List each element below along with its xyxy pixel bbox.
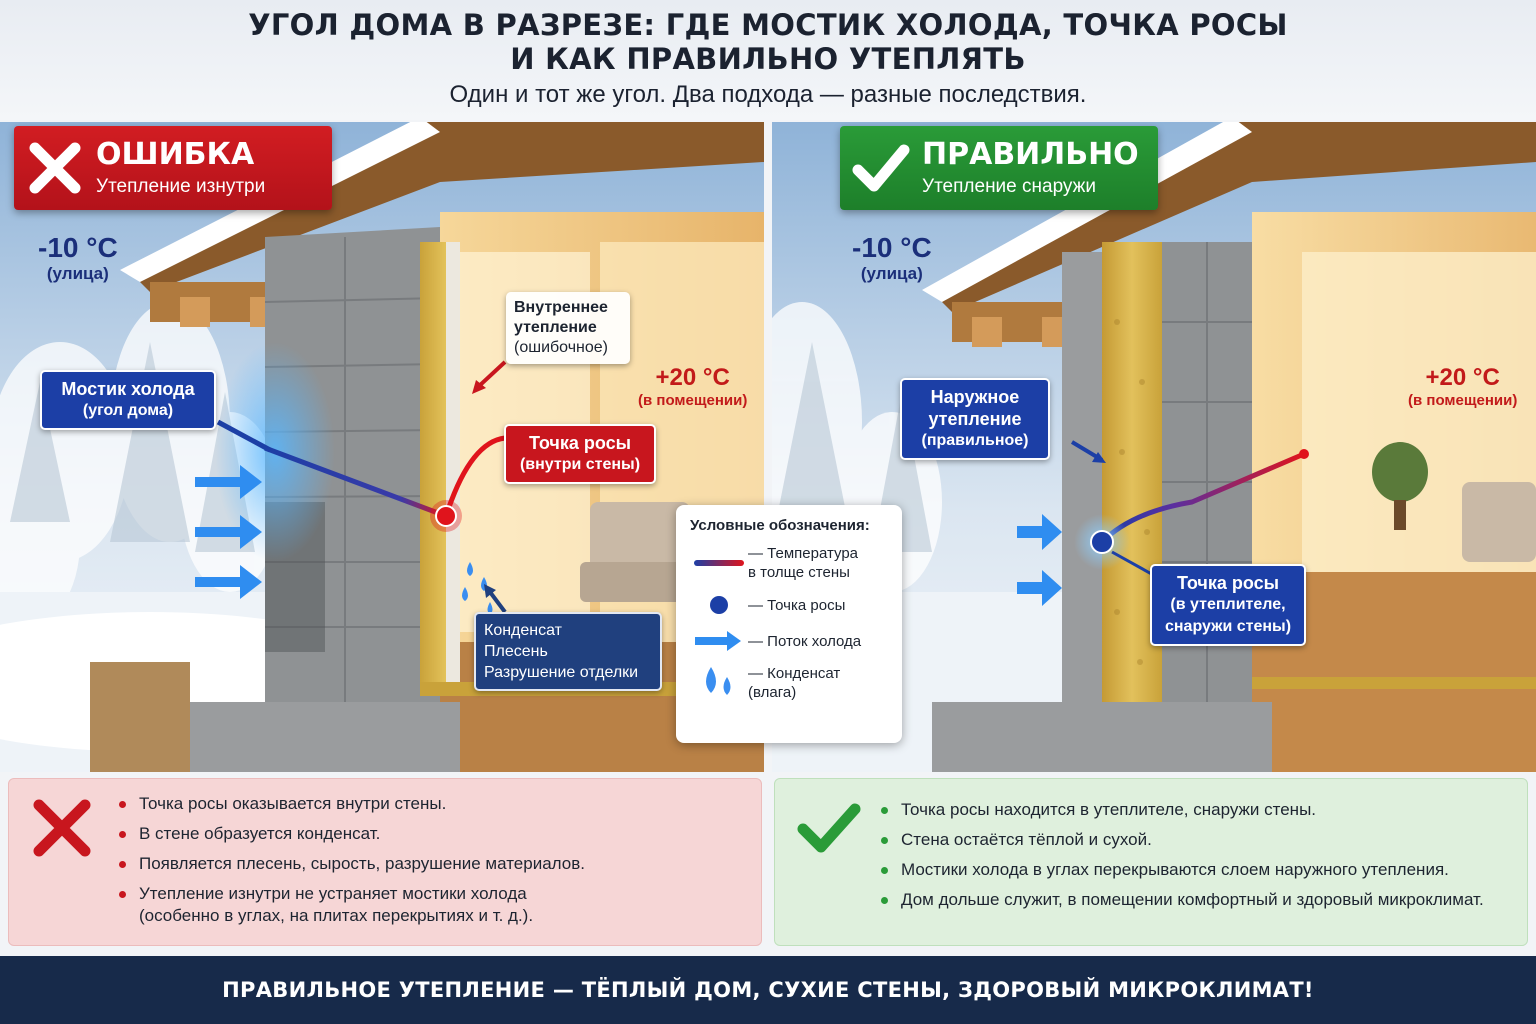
dew-point-sublabel-2: снаружи стены) — [1164, 618, 1292, 635]
indoor-temp-label: (в помещении) — [638, 392, 748, 409]
outer-insulation-label-2: утепление — [928, 409, 1022, 429]
indoor-temp-right: +20 °C (в помещении) — [1408, 364, 1517, 409]
right-summary-box: Точка росы находится в утеплителе, снару… — [774, 778, 1528, 946]
page-title: УГОЛ ДОМА В РАЗРЕЗЕ: ГДЕ МОСТИК ХОЛОДА, … — [0, 0, 1536, 76]
right-badge: ПРАВИЛЬНО Утепление снаружи — [840, 126, 1158, 210]
header: УГОЛ ДОМА В РАЗРЕЗЕ: ГДЕ МОСТИК ХОЛОДА, … — [0, 0, 1536, 120]
outer-insulation-label-3: (правильное) — [921, 432, 1029, 449]
damage-label: Разрушение отделки — [484, 664, 639, 681]
indoor-temp-value: +20 °C — [1425, 364, 1500, 391]
inner-insulation-label-1: Внутреннее — [514, 299, 608, 316]
list-item: Появляется плесень, сырость, разрушение … — [117, 853, 585, 875]
green-check-icon — [793, 793, 863, 863]
list-item: Точка росы находится в утеплителе, снару… — [879, 799, 1484, 821]
legend-condensation-label-2: (влага) — [748, 684, 797, 701]
red-cross-icon — [27, 793, 97, 863]
outdoor-temp-label: (улица) — [46, 264, 109, 283]
indoor-temp-label: (в помещении) — [1408, 392, 1518, 409]
right-badge-subtitle: Утепление снаружи — [922, 176, 1096, 197]
wrong-summary-list: Точка росы оказывается внутри стены. В с… — [117, 793, 585, 935]
temperature-line-icon — [690, 550, 748, 576]
legend-condensation: — Конденсат (влага) — [690, 664, 888, 702]
dew-point-callout-right: Точка росы (в утеплителе, снаружи стены) — [1150, 564, 1306, 646]
outdoor-temp-label: (улица) — [860, 264, 923, 283]
dew-point-sublabel: (внутри стены) — [519, 456, 641, 473]
cold-flow-arrows-wrong — [195, 465, 262, 599]
wrong-badge-title: ОШИБКА — [96, 137, 255, 172]
title-line-2: И КАК ПРАВИЛЬНО УТЕПЛЯТЬ — [510, 42, 1026, 76]
dew-point-dot-icon — [690, 592, 748, 618]
water-drops-icon — [690, 667, 748, 696]
wrong-panel: ОШИБКА Утепление изнутри -10 °C (улица) … — [0, 122, 764, 772]
cold-bridge-label: Мостик холода — [61, 379, 195, 399]
list-item: В стене образуется конденсат. — [117, 823, 585, 845]
page-subtitle: Один и тот же угол. Два подхода — разные… — [449, 81, 1087, 108]
mold-label: Плесень — [484, 643, 548, 660]
legend-cold-label: — Поток холода — [748, 632, 862, 650]
right-panel: ПРАВИЛЬНО Утепление снаружи -10 °C (улиц… — [772, 122, 1536, 772]
right-summary-list: Точка росы находится в утеплителе, снару… — [879, 799, 1484, 919]
legend-title: Условные обозначения: — [690, 517, 870, 534]
list-item: Точка росы оказывается внутри стены. — [117, 793, 585, 815]
list-item: Стена остаётся тёплой и сухой. — [879, 829, 1484, 851]
title-line-1: УГОЛ ДОМА В РАЗРЕЗЕ: ГДЕ МОСТИК ХОЛОДА, … — [248, 8, 1288, 42]
condensation-callout: Конденсат Плесень Разрушение отделки — [474, 612, 662, 691]
right-badge-title: ПРАВИЛЬНО — [922, 137, 1139, 172]
outer-insulation-callout: Наружное утепление (правильное) — [900, 378, 1050, 460]
dew-point-label: Точка росы — [1176, 573, 1279, 593]
legend-dew-label: — Точка росы — [748, 596, 846, 614]
inner-insulation-callout: Внутреннее утепление (ошибочное) — [506, 292, 630, 364]
outdoor-temp-wrong: -10 °C (улица) — [38, 232, 118, 284]
dew-point-label: Точка росы — [528, 433, 631, 453]
dew-point-callout-wrong: Точка росы (внутри стены) — [504, 424, 656, 484]
legend-temperature-label-1: — Температура — [748, 545, 859, 562]
outer-insulation-label-1: Наружное — [930, 387, 1020, 407]
inner-insulation-label-2: утепление — [514, 319, 597, 336]
legend-temperature-label-2: в толще стены — [748, 564, 850, 581]
outdoor-temp-right: -10 °C (улица) — [852, 232, 932, 284]
wrong-summary-box: Точка росы оказывается внутри стены. В с… — [8, 778, 762, 946]
indoor-temp-value: +20 °C — [655, 364, 730, 391]
right-scene-illustration — [772, 122, 1536, 772]
cold-flow-arrows-right — [1017, 514, 1062, 606]
wrong-badge: ОШИБКА Утепление изнутри — [14, 126, 332, 210]
checkmark-icon — [840, 126, 922, 210]
wrong-scene-illustration — [0, 122, 764, 772]
cold-bridge-sublabel: (угол дома) — [82, 402, 174, 419]
dew-point-sublabel-1: (в утеплителе, — [1170, 596, 1286, 613]
inner-insulation-label-3: (ошибочное) — [514, 339, 609, 356]
cold-arrow-icon — [690, 628, 748, 654]
footer-banner: ПРАВИЛЬНОЕ УТЕПЛЕНИЕ — ТЁПЛЫЙ ДОМ, СУХИЕ… — [0, 956, 1536, 1024]
legend: Условные обозначения: — Температура в то… — [676, 505, 902, 743]
legend-dew-point: — Точка росы — [690, 592, 888, 618]
list-item: Дом дольше служит, в помещении комфортны… — [879, 889, 1484, 911]
outdoor-temp-value: -10 °C — [852, 232, 932, 263]
outdoor-temp-value: -10 °C — [38, 232, 118, 263]
cross-icon — [14, 126, 96, 210]
legend-cold-flow: — Поток холода — [690, 628, 888, 654]
list-item-line-2: (особенно в углах, на плитах перекрытиях… — [139, 906, 534, 925]
list-item: Утепление изнутри не устраняет мостики х… — [117, 883, 585, 927]
list-item: Мостики холода в углах перекрываются сло… — [879, 859, 1484, 881]
wrong-badge-subtitle: Утепление изнутри — [96, 176, 266, 197]
cold-bridge-callout: Мостик холода (угол дома) — [40, 370, 216, 430]
legend-temperature: — Температура в толще стены — [690, 544, 888, 582]
indoor-temp-wrong: +20 °C (в помещении) — [638, 364, 747, 409]
list-item-line-1: Утепление изнутри не устраняет мостики х… — [139, 884, 527, 903]
legend-condensation-label-1: — Конденсат — [748, 665, 841, 682]
condensation-label: Конденсат — [484, 622, 562, 639]
